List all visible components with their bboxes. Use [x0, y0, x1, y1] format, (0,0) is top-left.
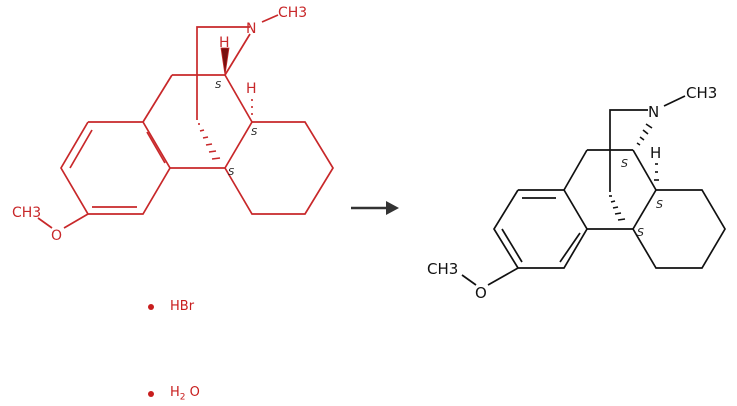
- reactant-n-label: N: [246, 21, 256, 37]
- wedge-bond: [220, 47, 230, 76]
- svg-text:S: S: [228, 167, 235, 178]
- svg-text:S: S: [621, 157, 628, 170]
- bullet-icon: [148, 303, 154, 310]
- reactant-stereo-labels: S S S: [215, 80, 258, 178]
- reactant-o-methyl-label: CH3: [12, 205, 41, 221]
- svg-text:S: S: [251, 127, 258, 138]
- reactant-h1-label: H: [219, 35, 230, 51]
- hash-bonds-product: [609, 123, 659, 221]
- product-stereo-labels: S S S: [621, 157, 663, 239]
- reagent-hbr: HBr: [148, 299, 194, 314]
- reagent-label: H2 O: [170, 385, 200, 403]
- hash-bonds-reactant: [198, 99, 253, 160]
- reagent-label: HBr: [170, 299, 195, 314]
- product-n-label: N: [648, 103, 659, 121]
- reactant-molecule: [37, 14, 334, 229]
- product-labels: N CH3 O CH3 H: [427, 84, 717, 302]
- svg-text:S: S: [656, 198, 663, 211]
- bullet-icon: [148, 390, 154, 397]
- product-molecule: [461, 95, 726, 286]
- product-n-methyl-label: CH3: [686, 84, 717, 102]
- reactant-h2-label: H: [246, 81, 257, 97]
- product-o-methyl-label: CH3: [427, 260, 458, 278]
- svg-text:S: S: [215, 80, 222, 91]
- reactant-o-label: O: [51, 228, 62, 244]
- reactant-labels: N CH3 O CH3 H H: [12, 5, 307, 244]
- product-h-label: H: [650, 144, 661, 162]
- product-o-label: O: [475, 284, 487, 302]
- reaction-arrow: [351, 201, 399, 215]
- svg-text:S: S: [637, 226, 644, 239]
- reagent-water: H2 O: [148, 385, 200, 403]
- reactant-n-methyl-label: CH3: [278, 5, 307, 21]
